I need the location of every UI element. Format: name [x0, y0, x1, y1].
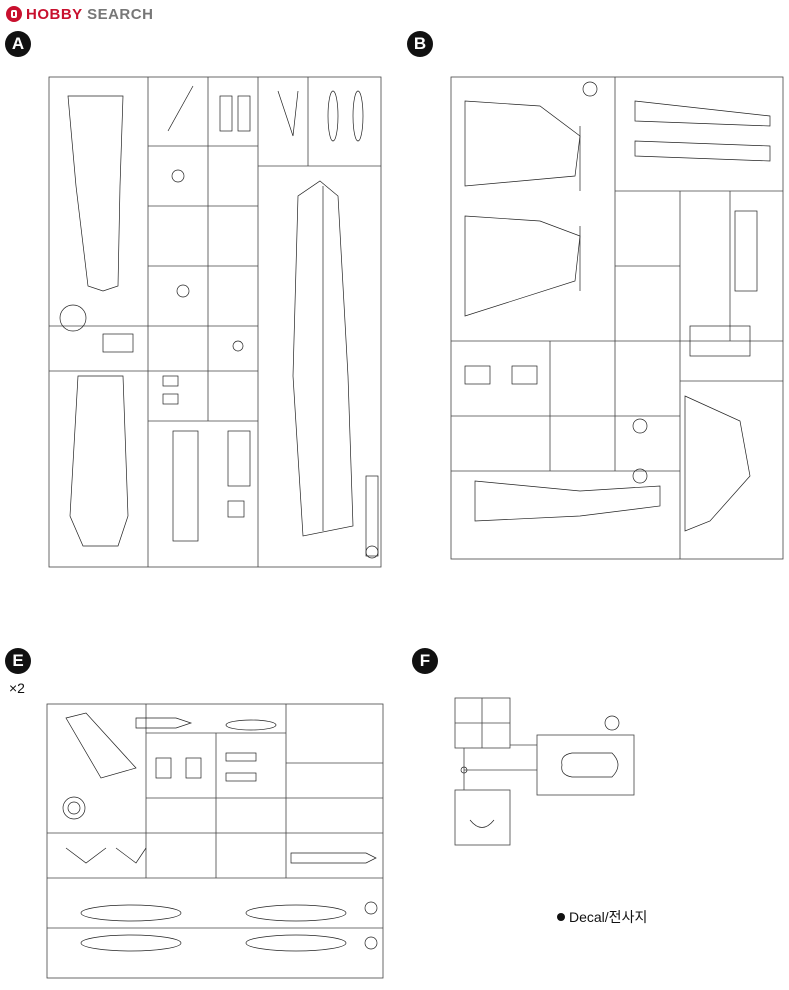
decal-label: Decal/전사지 — [557, 907, 647, 927]
sprue-e-badge: E — [5, 648, 31, 674]
sprue-f-badge: F — [412, 648, 438, 674]
logo-icon — [6, 6, 22, 22]
sprue-e-multiplier: ×2 — [9, 680, 25, 696]
bullet-icon — [557, 913, 565, 921]
sprue-a-diagram — [48, 76, 382, 568]
sprue-b-badge: B — [407, 31, 433, 57]
site-logo[interactable]: HOBBY SEARCH — [6, 4, 153, 24]
sprue-a-badge: A — [5, 31, 31, 57]
logo-text: HOBBY SEARCH — [26, 5, 154, 23]
sprue-e-diagram — [46, 703, 384, 979]
sprue-f-diagram — [452, 695, 637, 847]
sprue-b-diagram — [450, 76, 784, 560]
